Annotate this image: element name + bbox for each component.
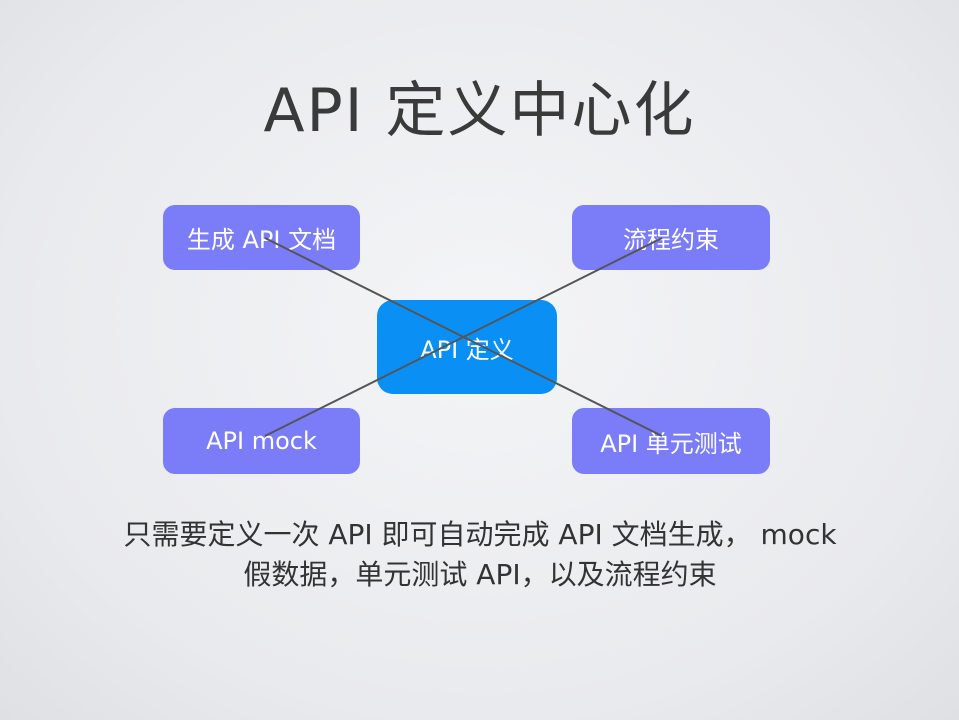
- slide-title: API 定义中心化: [263, 76, 696, 146]
- node-unit-test: API 单元测试: [572, 408, 770, 474]
- node-api-mock: API mock: [163, 408, 360, 474]
- connector-line: [264, 237, 663, 437]
- node-api-definition: API 定义: [377, 300, 557, 394]
- slide-caption: 只需要定义一次 API 即可自动完成 API 文档生成， mock 假数据，单元…: [123, 518, 837, 591]
- node-generate-docs: 生成 API 文档: [163, 205, 360, 270]
